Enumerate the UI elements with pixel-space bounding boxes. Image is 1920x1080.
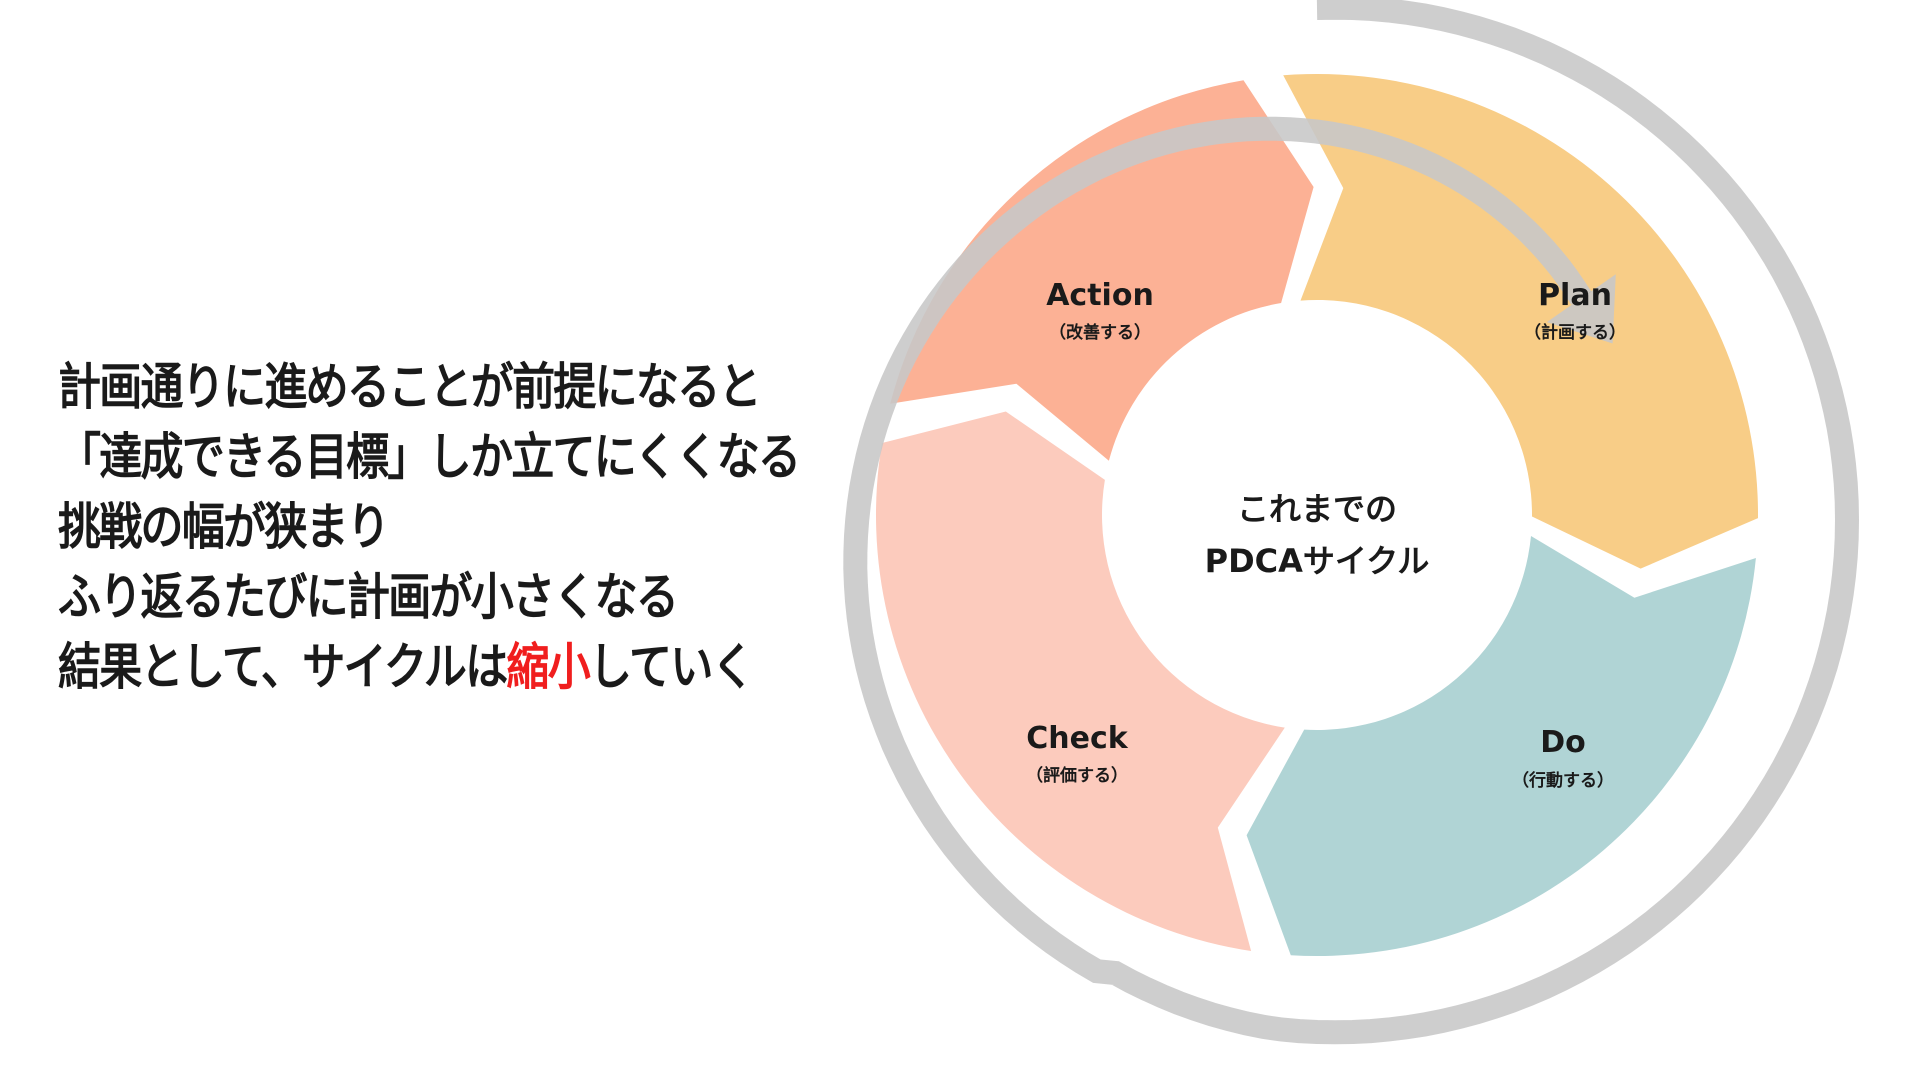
- message-line: 「達成できる目標」しか立てにくくなる: [58, 422, 801, 492]
- message-line: 挑戦の幅が狭まり: [58, 492, 799, 562]
- message-text: 挑戦の幅が狭まり: [58, 498, 390, 556]
- arrow-head-icon: [1546, 274, 1616, 344]
- segment-do: [1246, 536, 1756, 956]
- action-title: Action: [1046, 278, 1154, 313]
- do-title: Do: [1540, 725, 1586, 760]
- segment-action: [890, 80, 1314, 461]
- message-text: 「達成できる目標」しか立てにくくなる: [58, 428, 801, 486]
- cycle-segments: [875, 74, 1759, 956]
- label-check: Check （評価する）: [1026, 721, 1129, 786]
- label-action: Action （改善する）: [1046, 278, 1154, 343]
- label-do: Do （行動する）: [1512, 725, 1614, 791]
- check-title: Check: [1026, 721, 1129, 756]
- message-text: 結果として、サイクルは: [58, 638, 508, 696]
- plan-title: Plan: [1538, 278, 1612, 313]
- emphasis-text: 縮小: [506, 638, 590, 696]
- plan-subtitle: （計画する）: [1524, 322, 1626, 343]
- spiral-arrow-path: [843, 0, 1860, 1045]
- shrinking-cycle-arrow: [843, 0, 1860, 1045]
- center-title-line1: これまでの: [1237, 490, 1397, 528]
- check-subtitle: （評価する）: [1026, 765, 1128, 786]
- message-line: 計画通りに進めることが前提になると: [58, 352, 799, 422]
- segment-check: [875, 411, 1285, 951]
- message-line: 結果として、サイクルは縮小していく: [58, 632, 799, 702]
- do-subtitle: （行動する）: [1512, 770, 1614, 791]
- label-plan: Plan （計画する）: [1524, 278, 1626, 343]
- message-block: 計画通りに進めることが前提になると 「達成できる目標」しか立てにくくなる 挑戦の…: [58, 352, 920, 702]
- message-text: ふり返るたびに計画が小さくなる: [58, 568, 679, 626]
- message-line: ふり返るたびに計画が小さくなる: [58, 562, 799, 632]
- action-subtitle: （改善する）: [1049, 322, 1151, 343]
- message-text: していく: [589, 638, 755, 696]
- segment-plan: [1283, 74, 1759, 569]
- message-text: 計画通りに進めることが前提になると: [58, 358, 761, 416]
- center-title-line2: PDCAサイクル: [1205, 542, 1430, 580]
